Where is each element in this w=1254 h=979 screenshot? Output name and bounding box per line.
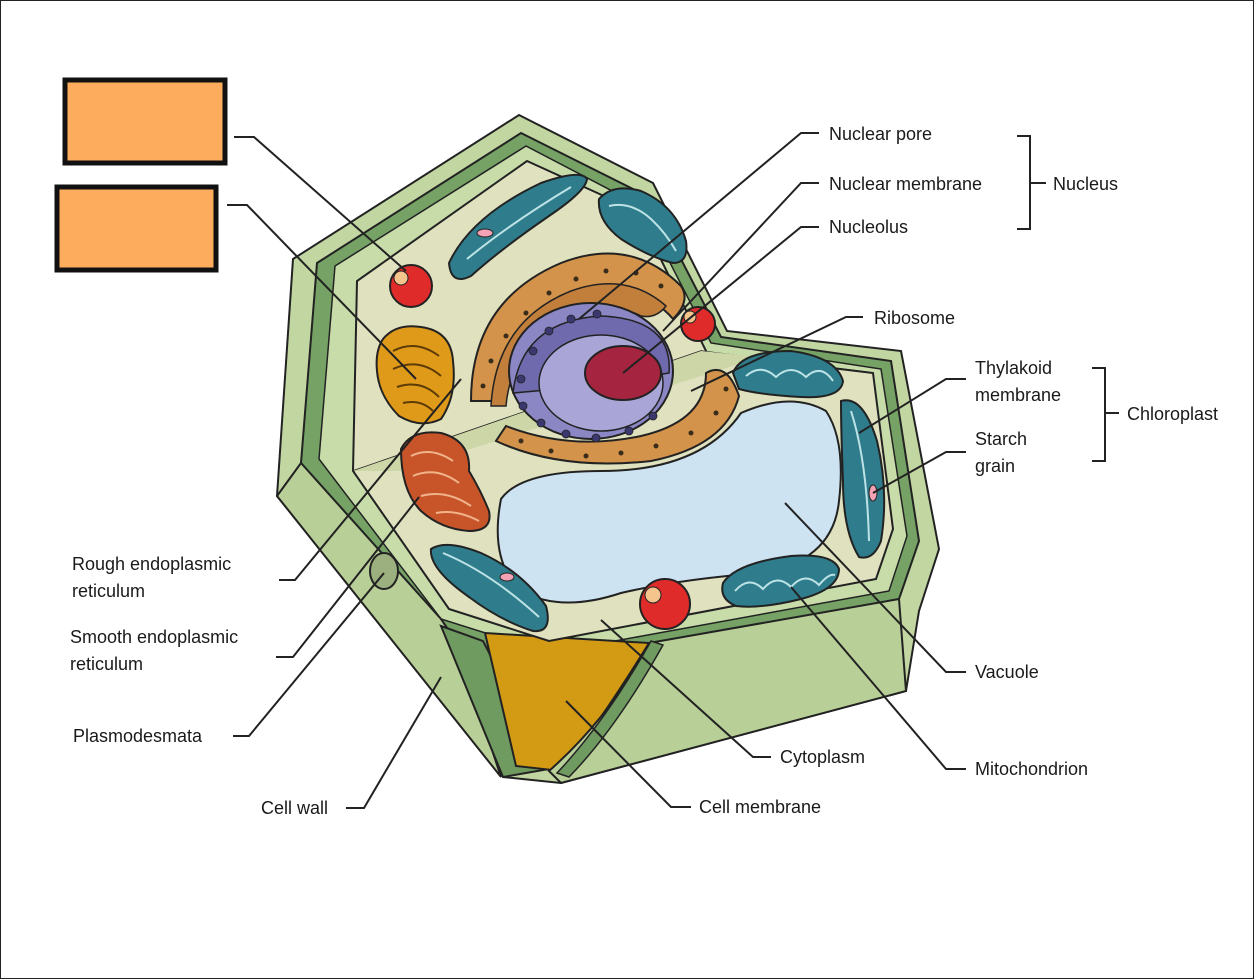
label-rough-er-line2: reticulum [72,581,145,601]
answer-box-1[interactable] [65,80,225,163]
label-rough-er-line1: Rough endoplasmic [72,554,231,574]
label-nucleolus: Nucleolus [829,217,908,237]
label-cell-membrane: Cell membrane [699,797,821,817]
label-starch-line1: Starch [975,429,1027,449]
label-cytoplasm: Cytoplasm [780,747,865,767]
label-cell-wall: Cell wall [261,798,328,818]
starch-grain-a [477,229,493,237]
label-vacuole: Vacuole [975,662,1039,682]
label-ribosome: Ribosome [874,308,955,328]
answer-box-2[interactable] [57,187,216,270]
vesicle-3 [640,579,690,629]
label-thylakoid-line2: membrane [975,385,1061,405]
label-nucleus: Nucleus [1053,174,1118,194]
label-smooth-er-line2: reticulum [70,654,143,674]
label-nuclear-pore: Nuclear pore [829,124,932,144]
label-mitochondrion: Mitochondrion [975,759,1088,779]
label-starch-line2: grain [975,456,1015,476]
label-nuclear-membrane: Nuclear membrane [829,174,982,194]
starch-grain-c [500,573,514,581]
vesicle-1 [390,265,432,307]
label-smooth-er-line1: Smooth endoplasmic [70,627,238,647]
label-chloroplast: Chloroplast [1127,404,1218,424]
label-thylakoid-line1: Thylakoid [975,358,1052,378]
label-plasmodesmata: Plasmodesmata [73,726,203,746]
